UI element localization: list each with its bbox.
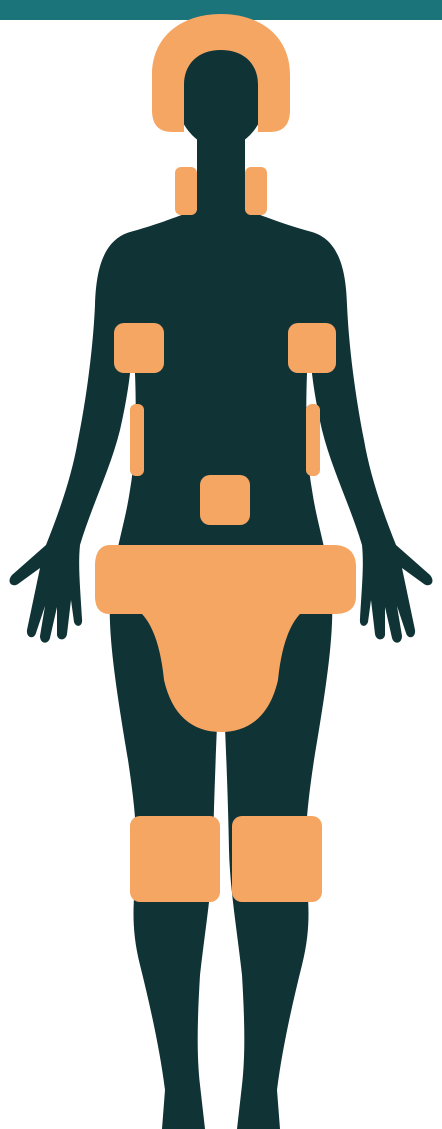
zone-neck-left: [175, 167, 197, 215]
zone-inner-arm-right: [306, 404, 320, 476]
zone-armpit-left: [114, 323, 164, 373]
zone-neck-right: [245, 167, 267, 215]
zone-knee-left: [130, 816, 220, 902]
zone-armpit-right: [288, 323, 336, 373]
zone-knee-right: [232, 816, 322, 902]
zone-navel: [200, 475, 250, 525]
zone-inner-arm-left: [130, 404, 144, 476]
